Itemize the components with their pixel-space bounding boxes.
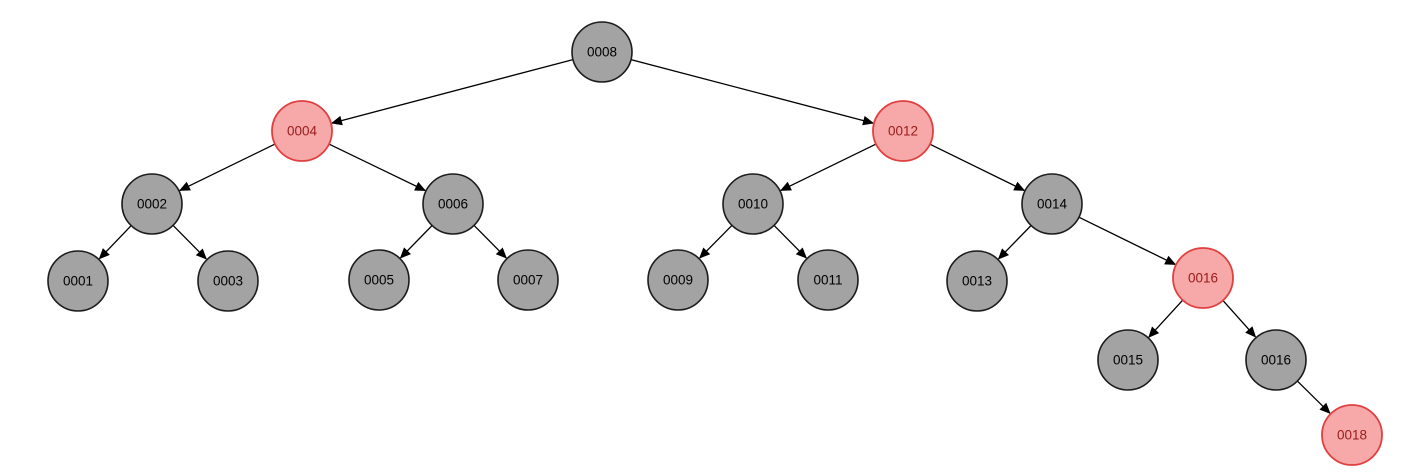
tree-node-0002: 0002	[121, 173, 183, 235]
tree-node-0008: 0008	[571, 21, 633, 83]
node-circle	[571, 21, 633, 83]
node-circle	[647, 249, 709, 311]
node-circle	[1172, 247, 1234, 309]
tree-edge-0004-to-0002	[178, 143, 276, 191]
tree-edge-0008-to-0004	[330, 58, 574, 126]
node-circle	[497, 249, 559, 311]
tree-edge-0004-to-0006	[328, 143, 427, 192]
node-circle	[121, 173, 183, 235]
node-circle	[1097, 329, 1159, 391]
tree-edge-0010-to-0009	[699, 224, 733, 259]
node-circle	[1021, 173, 1083, 235]
tree-edge-0008-to-0012	[630, 58, 875, 126]
tree-node-0006: 0006	[422, 173, 484, 235]
node-circle	[722, 173, 784, 235]
tree-node-0004-red: 0004	[271, 100, 333, 162]
tree-node-0015: 0015	[1097, 329, 1159, 391]
node-circle	[1321, 404, 1383, 466]
node-circle	[946, 250, 1008, 312]
node-circle	[348, 249, 410, 311]
tree-edge-0002-to-0003	[172, 224, 207, 260]
tree-node-0012-red: 0012	[872, 100, 934, 162]
tree-node-0010: 0010	[722, 173, 784, 235]
node-circle	[797, 249, 859, 311]
tree-edge-0016-to-0015	[1148, 299, 1184, 338]
tree-node-0016: 0016	[1245, 329, 1307, 391]
tree-edge-0014-to-0016	[1078, 216, 1177, 265]
tree-edge-0016-to-0018	[1296, 380, 1331, 414]
tree-node-0003: 0003	[197, 250, 259, 312]
tree-edge-0012-to-0014	[929, 143, 1026, 191]
tree-node-0007: 0007	[497, 249, 559, 311]
tree-node-0018-red: 0018	[1321, 404, 1383, 466]
tree-node-0005: 0005	[348, 249, 410, 311]
tree-edge-0016-to-0016	[1222, 299, 1257, 338]
tree-node-0009: 0009	[647, 249, 709, 311]
tree-node-0013: 0013	[946, 250, 1008, 312]
tree-edge-0010-to-0011	[773, 224, 807, 259]
tree-edge-0014-to-0013	[997, 225, 1032, 260]
tree-node-0001: 0001	[47, 250, 109, 312]
tree-edge-0006-to-0007	[473, 224, 507, 259]
tree-edge-0006-to-0005	[399, 225, 433, 259]
node-circle	[197, 250, 259, 312]
tree-edge-0002-to-0001	[98, 225, 132, 260]
node-circle	[1245, 329, 1307, 391]
tree-node-0014: 0014	[1021, 173, 1083, 235]
tree-edge-0012-to-0010	[779, 143, 877, 191]
node-circle	[872, 100, 934, 162]
tree-node-0011: 0011	[797, 249, 859, 311]
node-circle	[271, 100, 333, 162]
node-circle	[47, 250, 109, 312]
node-circle	[422, 173, 484, 235]
tree-node-0016-red: 0016	[1172, 247, 1234, 309]
